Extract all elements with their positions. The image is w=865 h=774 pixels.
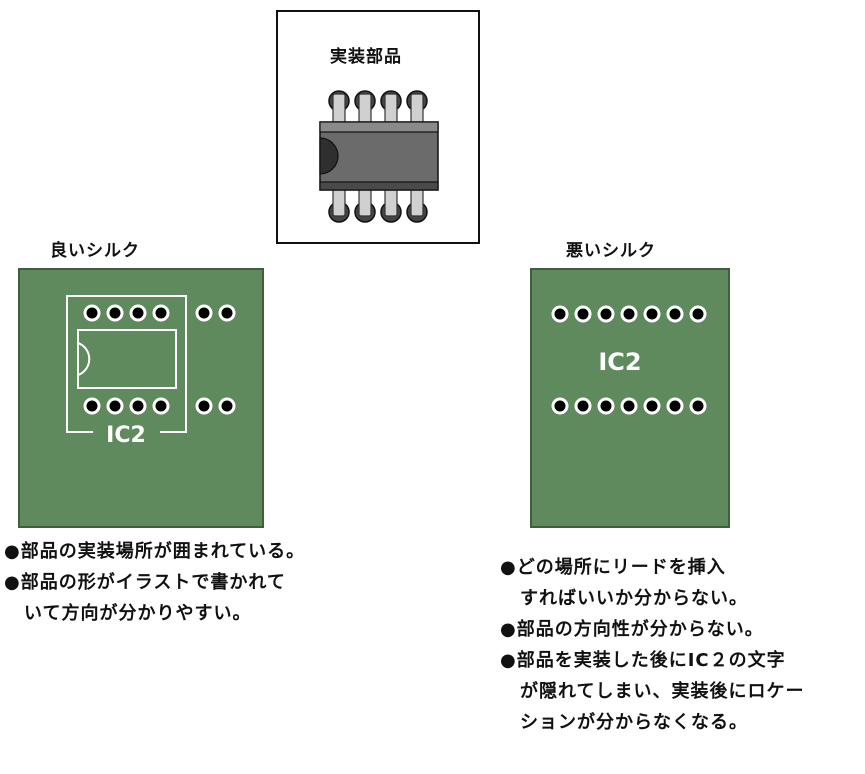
good-silk-chip-drawing bbox=[77, 329, 177, 389]
bad-note-3: ●部品を実装した後にIC２の文字 bbox=[500, 650, 786, 671]
good-silk-holes-top bbox=[83, 304, 236, 322]
component-box-title: 実装部品 bbox=[330, 47, 402, 67]
chip-pin bbox=[354, 183, 376, 223]
good-silk-label: IC2 bbox=[106, 423, 146, 448]
good-silk-pcb: IC2 bbox=[18, 268, 264, 528]
component-box: 実装部品 bbox=[276, 10, 480, 244]
chip-body bbox=[319, 121, 439, 191]
chip-notch bbox=[319, 137, 339, 175]
good-silk-holes-bottom bbox=[83, 397, 236, 415]
chip-pin bbox=[354, 90, 376, 127]
bad-silk-holes-top bbox=[551, 305, 707, 323]
bad-note-1: ●どの場所にリードを挿入 bbox=[500, 557, 726, 578]
chip-pin bbox=[380, 183, 402, 223]
bad-notes: ●どの場所にリードを挿入 すればいいか分からない。 ●部品の方向性が分からない。… bbox=[500, 552, 804, 738]
good-note-2-cont: いて方向が分かりやすい。 bbox=[24, 603, 252, 624]
bad-note-2: ●部品の方向性が分からない。 bbox=[500, 619, 764, 640]
chip-top-pins bbox=[328, 90, 428, 127]
good-notes: ●部品の実装場所が囲まれている。 ●部品の形がイラストで書かれて いて方向が分か… bbox=[4, 536, 305, 629]
chip-bottom-pins bbox=[328, 183, 428, 223]
good-silk-outline bbox=[66, 295, 187, 433]
chip-pin bbox=[406, 90, 428, 127]
bad-note-3-cont-2: ションが分からなくなる。 bbox=[520, 712, 748, 733]
chip-pin bbox=[328, 90, 350, 127]
bad-silk-pcb: IC2 bbox=[530, 268, 730, 528]
good-note-1: ●部品の実装場所が囲まれている。 bbox=[4, 541, 306, 562]
chip-pin bbox=[406, 183, 428, 223]
bad-silk-heading: 悪いシルク bbox=[566, 241, 656, 261]
bad-silk-holes-bottom bbox=[551, 397, 707, 415]
bad-note-3-cont-1: が隠れてしまい、実装後にロケー bbox=[520, 681, 805, 702]
chip-pin bbox=[380, 90, 402, 127]
bad-silk-label: IC2 bbox=[598, 348, 641, 376]
good-silk-heading: 良いシルク bbox=[50, 241, 140, 261]
good-note-2: ●部品の形がイラストで書かれて bbox=[4, 572, 286, 593]
bad-note-1-cont: すればいいか分からない。 bbox=[520, 588, 748, 609]
dip-chip-illustration bbox=[319, 90, 439, 223]
